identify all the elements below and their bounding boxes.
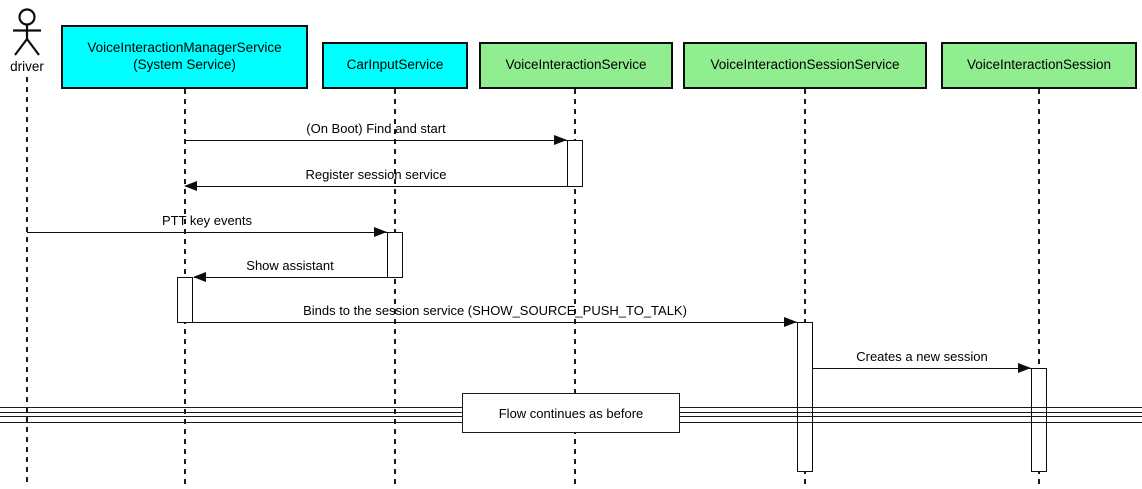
participant-label: VoiceInteractionManagerService (System S… [87,40,282,72]
lifeline-voiceinteractionsessionservice [804,89,806,487]
activation-voiceinteractionsessionservice [797,322,813,472]
lifeline-voiceinteractionservice [574,89,576,487]
divider-line-inner [0,412,462,417]
divider-line-inner [680,412,1142,417]
message-arrowhead [373,227,387,238]
message-line [186,185,567,188]
divider-line-left [0,407,462,423]
activation-voiceinteractionsession [1031,368,1047,472]
actor-label: driver [10,59,44,74]
message-label: Binds to the session service (SHOW_SOURC… [303,303,687,318]
message-arrowhead [192,272,206,283]
message-arrowhead [184,181,197,192]
activation-voiceinteractionservice [567,140,583,187]
lifeline-driver [26,77,28,487]
participant-voiceinteractionsessionservice: VoiceInteractionSessionService [683,42,927,89]
participant-label: VoiceInteractionService [505,57,647,73]
message-line [192,321,797,324]
participant-label: CarInputService [346,57,444,73]
activation-voiceinteractionmanagerservice [176,277,193,323]
participant-voiceinteractionservice: VoiceInteractionService [479,42,673,89]
message-label: Show assistant [246,258,334,273]
lifeline-voiceinteractionsession [1038,89,1040,487]
message-arrowhead [554,135,567,146]
participant-label: VoiceInteractionSession [966,57,1112,73]
participant-voiceinteractionsession: VoiceInteractionSession [941,42,1137,89]
participant-voiceinteractionmanagerservice: VoiceInteractionManagerService (System S… [61,25,308,89]
message-line [813,367,1031,370]
message-label: PTT key events [161,213,253,228]
message-arrowhead [1018,363,1031,374]
message-label: Register session service [305,167,447,182]
divider-label: Flow continues as before [498,405,644,421]
actor-driver: driver [2,8,52,74]
lifeline-carinputservice [393,89,396,487]
actor-icon [13,8,41,56]
activation-carinputservice [386,232,403,278]
participant-label: VoiceInteractionSessionService [710,57,900,73]
participant-carinputservice: CarInputService [322,42,468,89]
message-line [185,139,567,142]
message-arrowhead [784,317,797,328]
message-label: Creates a new session [856,349,988,364]
message-label: (On Boot) Find and start [306,121,446,136]
divider-label-box: Flow continues as before [462,393,680,433]
message-line [193,276,387,279]
message-line [27,231,387,234]
divider-line-right [680,407,1142,423]
